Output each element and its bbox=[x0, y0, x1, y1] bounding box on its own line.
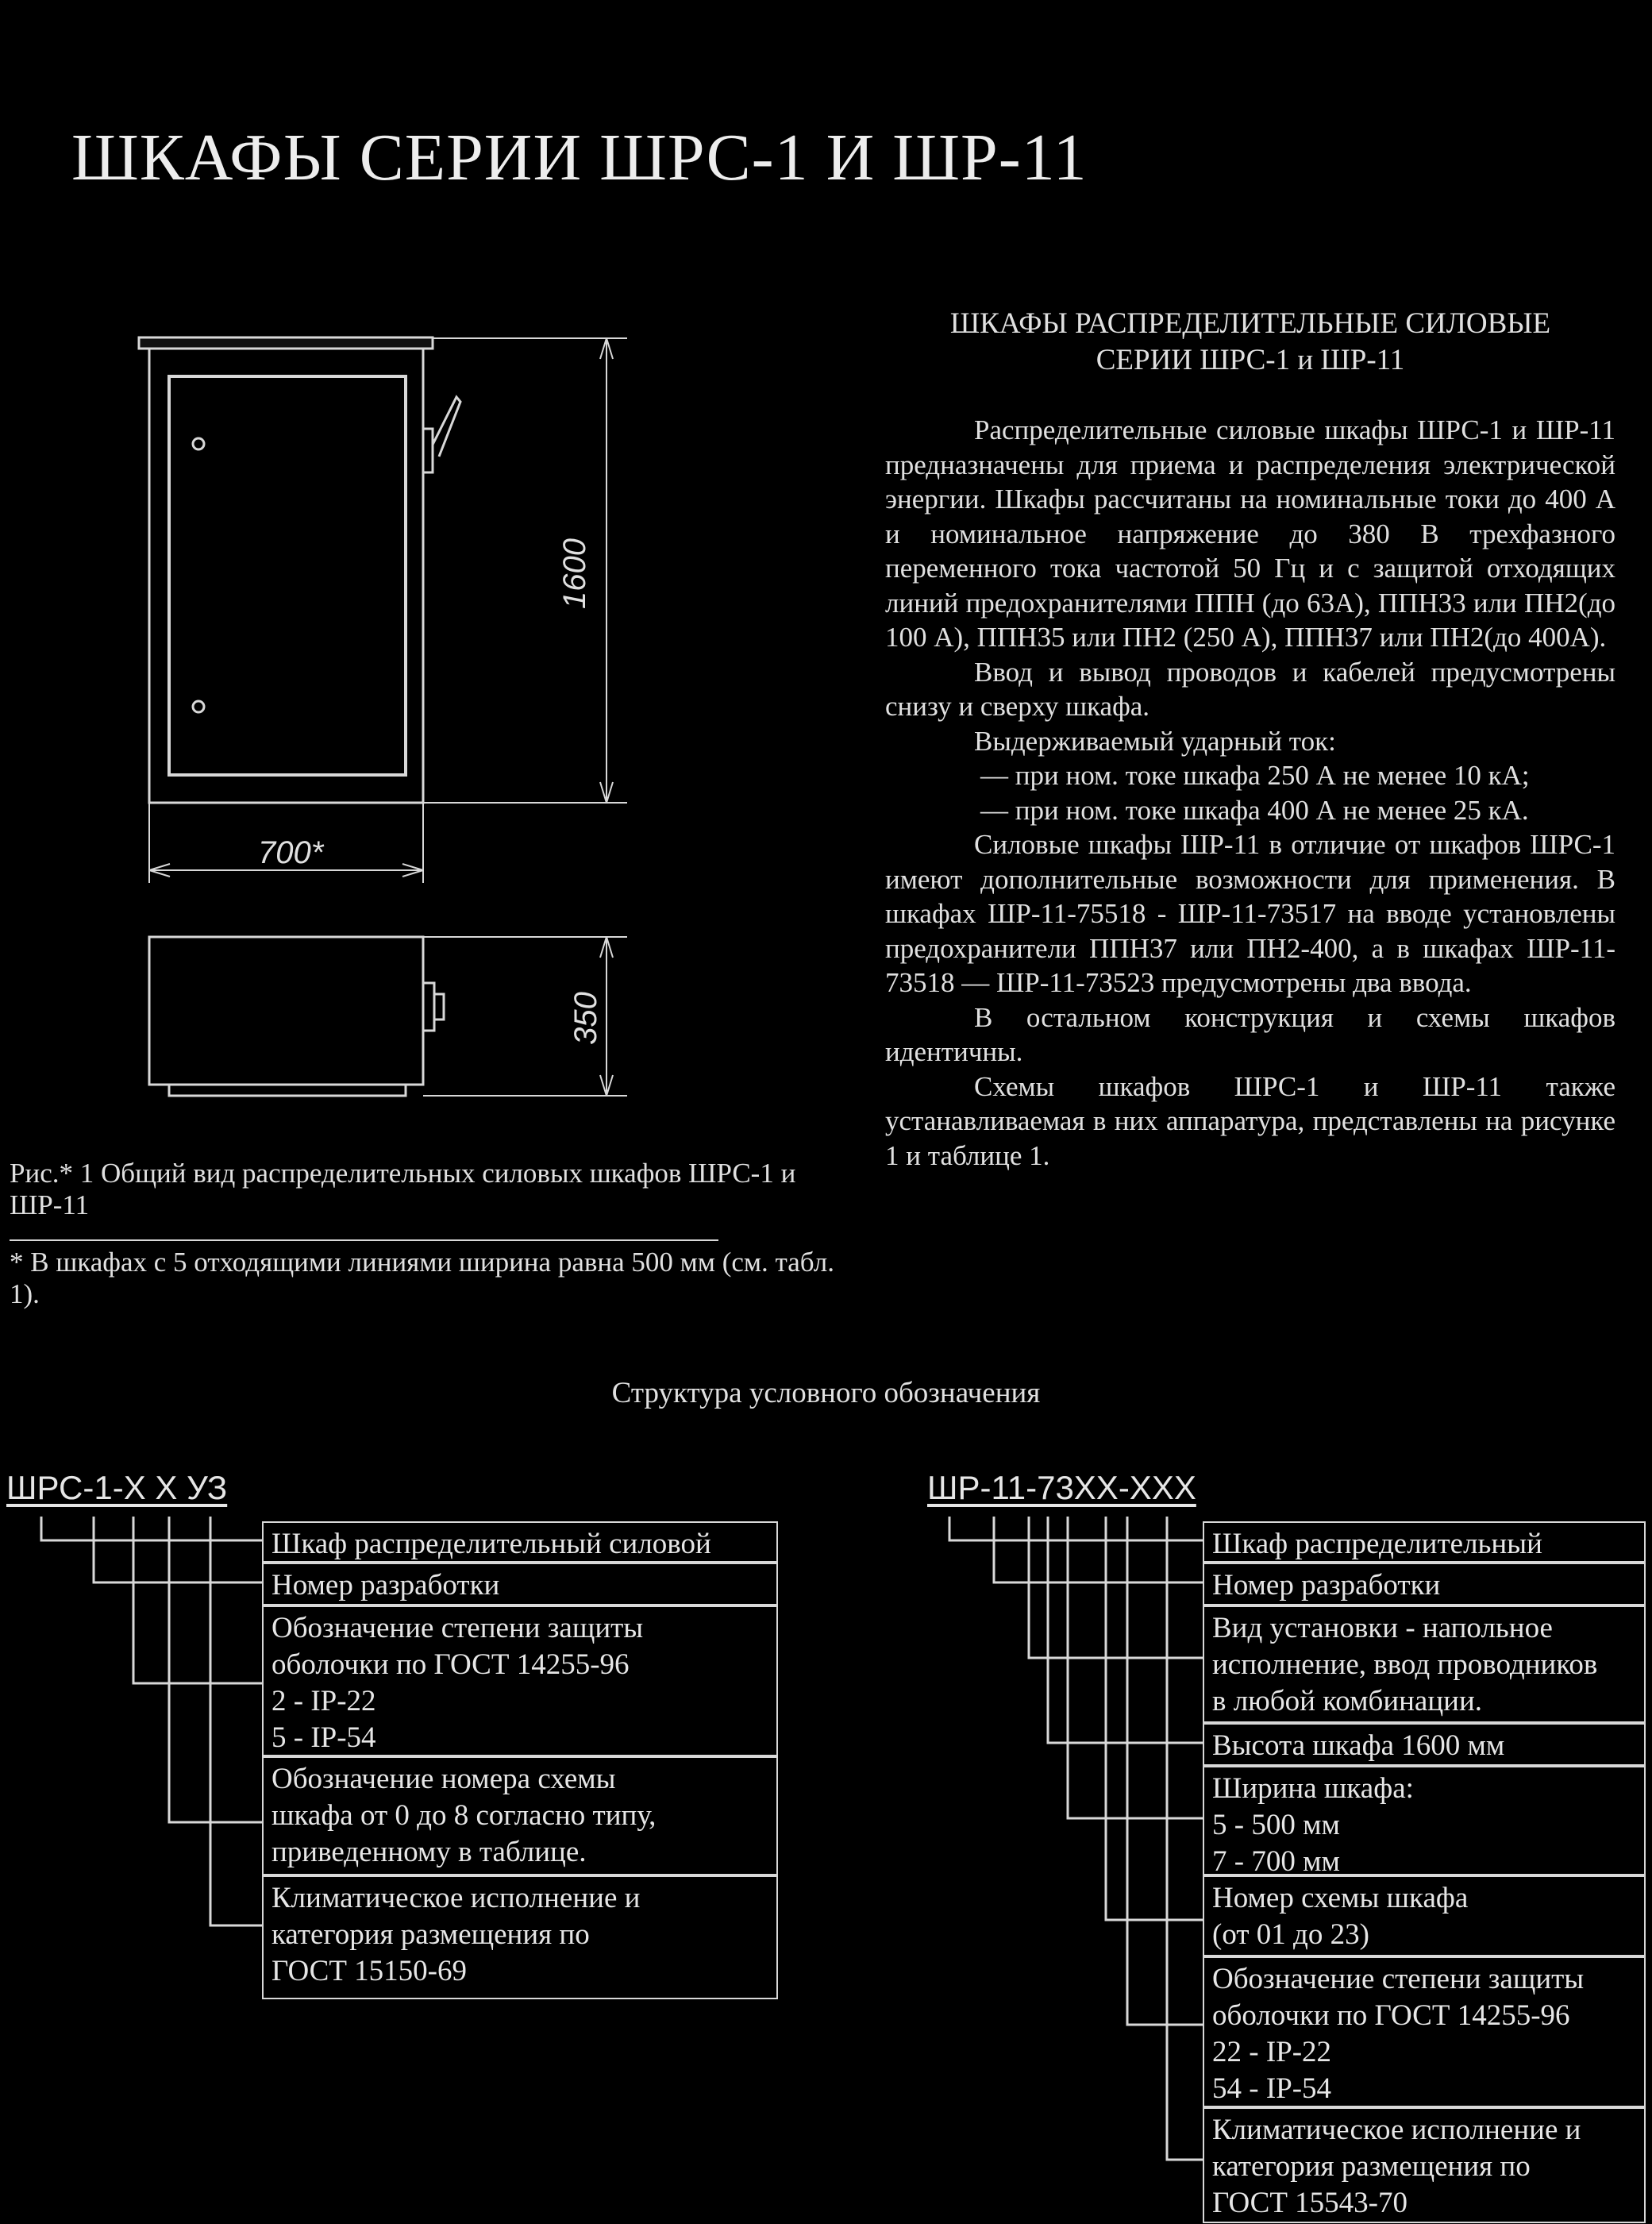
left-box-3-line: 2 - IP-22 bbox=[271, 1685, 376, 1717]
left-box-1: Шкаф распределительный силовой bbox=[262, 1521, 778, 1563]
depth-dimension: 350 bbox=[564, 992, 611, 1048]
left-box-4-line: шкафа от 0 до 8 согласно типу, bbox=[271, 1799, 657, 1832]
right-box-7-line: оболочки по ГОСТ 14255-96 bbox=[1212, 1999, 1570, 2032]
width-label: 700* bbox=[258, 835, 324, 870]
left-box-5-line: Климатическое исполнение и bbox=[271, 1882, 641, 1914]
left-box-3-line: Обозначение степени защиты bbox=[271, 1612, 644, 1644]
right-box-6-line: (от 01 до 23) bbox=[1212, 1918, 1369, 1951]
right-box-8-line: категория размещения по bbox=[1212, 2150, 1531, 2183]
right-box-1: Шкаф распределительный bbox=[1203, 1521, 1646, 1563]
right-box-7-line: Обозначение степени защиты bbox=[1212, 1963, 1585, 1995]
article-subtitle: ШКАФЫ РАСПРЕДЕЛИТЕЛЬНЫЕ СИЛОВЫЕ СЕРИИ ШР… bbox=[885, 306, 1615, 379]
cabinet-body bbox=[148, 347, 425, 804]
structure-title: Структура условного обозначения bbox=[611, 1377, 1041, 1409]
subtitle-line-2: СЕРИИ ШРС-1 и ШР-11 bbox=[1096, 344, 1405, 376]
right-box-5-line: 5 - 500 мм bbox=[1212, 1809, 1340, 1841]
right-box-7-line: 54 - IP-54 bbox=[1212, 2072, 1332, 2105]
door-lock-top bbox=[191, 437, 206, 451]
left-code-text: ШРС-1-Х Х УЗ bbox=[6, 1469, 228, 1506]
right-box-5-line: 7 - 700 мм bbox=[1212, 1845, 1340, 1878]
right-code: ШР-11-73ХХ-ХХХ bbox=[927, 1469, 1196, 1507]
right-box-8-line: Климатическое исполнение и bbox=[1212, 2114, 1581, 2146]
left-box-3-line: 5 - IP-54 bbox=[271, 1721, 376, 1754]
paragraph-cable-entry: Ввод и вывод проводов и кабелей предусмо… bbox=[885, 656, 1615, 723]
paragraph-purpose: Распределительные силовые шкафы ШРС-1 и … bbox=[885, 414, 1615, 653]
left-box-3: Обозначение степени защиты оболочки по Г… bbox=[262, 1605, 778, 1756]
right-box-7: Обозначение степени защиты оболочки по Г… bbox=[1203, 1956, 1646, 2107]
left-box-2-line: Номер разработки bbox=[271, 1569, 500, 1602]
left-box-4-line: Обозначение номера схемы bbox=[271, 1763, 616, 1795]
left-code: ШРС-1-Х Х УЗ bbox=[6, 1469, 227, 1507]
right-box-2-line: Номер разработки bbox=[1212, 1569, 1441, 1602]
right-box-3-line: Вид установки - напольное bbox=[1212, 1612, 1553, 1644]
figure-caption: Рис.* 1 Общий вид распределительных сило… bbox=[10, 1158, 796, 1220]
right-box-2: Номер разработки bbox=[1203, 1563, 1646, 1605]
shock-current-400: — при ном. токе шкафа 400 А не менее 25 … bbox=[980, 794, 1529, 826]
right-box-4: Высота шкафа 1600 мм bbox=[1203, 1723, 1646, 1766]
paragraph-shr11: Силовые шкафы ШР-11 в отличие от шкафов … bbox=[885, 829, 1615, 998]
left-box-5-line: категория размещения по bbox=[271, 1918, 590, 1951]
right-box-8-line: ГОСТ 15543-70 bbox=[1212, 2187, 1407, 2219]
right-box-5: Ширина шкафа: 5 - 500 мм 7 - 700 мм bbox=[1203, 1766, 1646, 1878]
left-box-3-line: оболочки по ГОСТ 14255-96 bbox=[271, 1648, 630, 1681]
right-box-3-line: исполнение, ввод проводников bbox=[1212, 1648, 1598, 1681]
subtitle-line-1: ШКАФЫ РАСПРЕДЕЛИТЕЛЬНЫЕ СИЛОВЫЕ bbox=[949, 307, 1551, 340]
right-box-3: Вид установки - напольное исполнение, вв… bbox=[1203, 1605, 1646, 1723]
paragraph-identical: В остальном конструкция и схемы шкафов и… bbox=[885, 1001, 1615, 1068]
article-body: Распределительные силовые шкафы ШРС-1 и … bbox=[885, 413, 1615, 1173]
right-leader-lines bbox=[948, 1517, 1203, 2161]
cabinet-roof bbox=[137, 336, 434, 350]
right-box-3-line: в любой комбинации. bbox=[1212, 1685, 1483, 1717]
cabinet-top-view bbox=[148, 935, 425, 1086]
paragraph-shock-current: Выдерживаемый ударный ток: bbox=[974, 725, 1336, 757]
page-title: ШКАФЫ СЕРИИ ШРС-1 И ШР-11 bbox=[71, 121, 1088, 195]
left-box-1-line: Шкаф распределительный силовой bbox=[271, 1528, 711, 1560]
left-box-4-line: приведенному в таблице. bbox=[271, 1836, 587, 1868]
right-box-8: Климатическое исполнение и категория раз… bbox=[1203, 2107, 1646, 2223]
height-label: 1600 bbox=[556, 538, 592, 609]
cabinet-handle bbox=[423, 395, 462, 474]
shock-current-250: — при ном. токе шкафа 250 А не менее 10 … bbox=[980, 760, 1530, 791]
right-box-6-line: Номер схемы шкафа bbox=[1212, 1882, 1469, 1914]
right-box-1-line: Шкаф распределительный bbox=[1212, 1528, 1542, 1560]
right-box-5-line: Ширина шкафа: bbox=[1212, 1772, 1414, 1805]
left-box-5-line: ГОСТ 15150-69 bbox=[271, 1955, 467, 1987]
left-leader-lines bbox=[40, 1517, 262, 1927]
paragraph-schemes: Схемы шкафов ШРС-1 и ШР-11 также устанав… bbox=[885, 1070, 1615, 1171]
left-box-4: Обозначение номера схемы шкафа от 0 до 8… bbox=[262, 1756, 778, 1875]
footnote: * В шкафах с 5 отходящими линиями ширина… bbox=[10, 1247, 834, 1309]
right-code-text: ШР-11-73ХХ-ХХХ bbox=[927, 1469, 1196, 1506]
cabinet-door bbox=[168, 375, 407, 777]
depth-label: 350 bbox=[568, 992, 603, 1045]
height-dimension: 1600 bbox=[556, 538, 603, 609]
right-box-6: Номер схемы шкафа (от 01 до 23) bbox=[1203, 1875, 1646, 1956]
left-box-2: Номер разработки bbox=[262, 1563, 778, 1605]
right-box-4-line: Высота шкафа 1600 мм bbox=[1212, 1729, 1505, 1762]
right-box-7-line: 22 - IP-22 bbox=[1212, 2036, 1332, 2068]
left-box-5: Климатическое исполнение и категория раз… bbox=[262, 1875, 778, 1999]
door-lock-bottom bbox=[191, 700, 206, 714]
